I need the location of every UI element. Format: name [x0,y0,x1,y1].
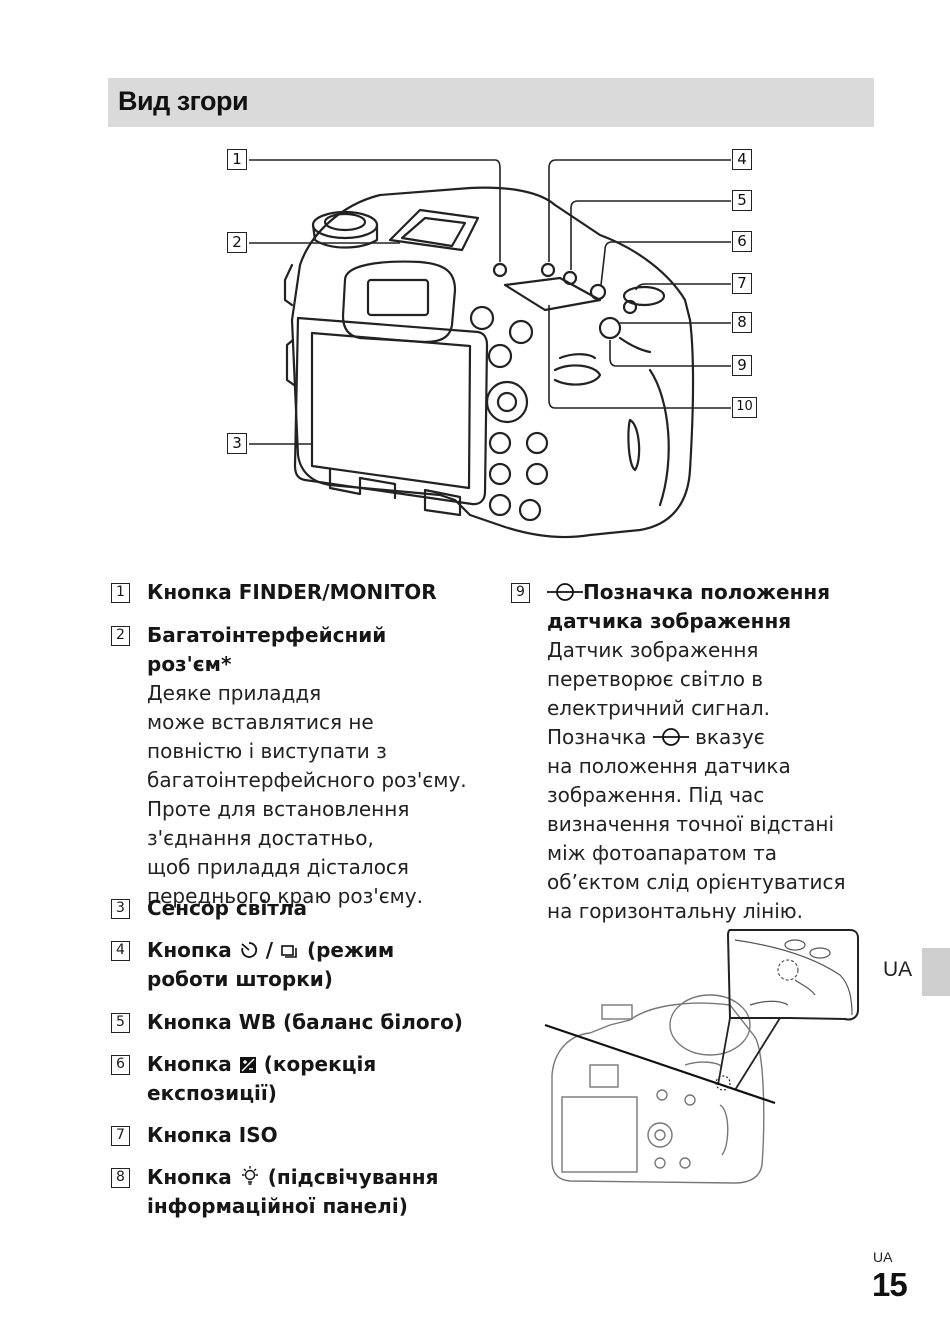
item-desc: з'єднання достатньо, [147,826,374,850]
item-number: 7 [111,1126,130,1146]
item-desc-text: вказує [695,725,765,749]
footer-language: UA [873,1249,893,1265]
exposure-compensation-icon [239,1057,256,1073]
self-timer-icon [241,942,257,958]
callout-5: 5 [732,190,752,211]
panel-illumination-icon [241,1166,258,1185]
callout-8: 8 [732,312,752,333]
item-title: Кнопка WB (баланс білого) [147,1010,463,1034]
page-number: 15 [872,1266,908,1303]
item-desc: Датчик зображення [547,638,759,662]
item-title: Кнопка (підсвічування [111,1163,471,1192]
item-title: Кнопка ISO [147,1123,278,1147]
item-title-text: Кнопка [147,1052,232,1076]
section-header: Вид згори [108,78,874,127]
language-tab-strip [922,948,950,996]
list-item-7: 7 Кнопка ISO [111,1121,471,1150]
list-item-6: 6 Кнопка (корекція експозиції) [111,1050,471,1108]
image-sensor-mark-icon [652,728,689,746]
item-desc: між фотоапаратом та [547,841,778,865]
item-title: Кнопка FINDER/MONITOR [147,580,437,604]
list-item-2: 2 Багатоінтерфейсний роз'єм* Деяке прила… [111,621,471,911]
item-number: 4 [111,941,130,961]
item-title: датчика зображення [547,609,792,633]
item-desc: Позначка вказує [511,723,871,752]
item-title-separator: / [258,938,280,962]
item-title-text: Позначка положення [583,580,831,604]
camera-rear-diagram [249,159,731,539]
item-title: роботи шторки) [147,967,333,991]
item-desc: перетворює світло в [547,667,764,691]
callout-9: 9 [732,355,752,376]
item-desc: електричний сигнал. [547,696,771,720]
continuous-shooting-icon [281,945,297,958]
item-title-text: Кнопка [147,1165,232,1189]
item-desc-text: Позначка [547,725,647,749]
language-tab-label: UA [883,958,913,981]
callout-10: 10 [732,397,757,418]
item-number: 5 [111,1013,130,1033]
list-item-8: 8 Кнопка (підсвічування інформаційної па… [111,1163,471,1221]
item-desc: переднього краю роз'єму. [147,884,423,908]
item-desc: може вставлятися не [147,710,374,734]
item-desc: Деяке приладдя [147,681,322,705]
item-desc: зображення. Під час [547,783,765,807]
item-title: Кнопка / (режим [111,936,471,965]
item-number: 1 [111,583,130,603]
item-desc: багатоінтерфейсного роз'єму. [147,768,467,792]
parts-list-right: 9 Позначка положення датчика зображення … [511,578,871,928]
item-desc: на положення датчика [547,754,791,778]
language-tab: UA [875,948,950,996]
image-sensor-mark-icon [547,583,583,601]
list-item-4: 4 Кнопка / (режим роботи шторки) [111,936,471,994]
callout-4: 4 [732,149,752,170]
item-number: 6 [111,1055,130,1075]
item-title: інформаційної панелі) [147,1194,408,1218]
item-title: Кнопка (корекція [111,1050,471,1079]
callout-7: 7 [732,273,752,294]
item-desc: визначення точної відстані [547,812,835,836]
item-title-text: Кнопка [147,938,232,962]
item-title: Сенсор світла [147,896,308,920]
parts-list-left: 1 Кнопка FINDER/MONITOR 2 Багатоінтерфей… [111,578,491,1228]
item-number: 3 [111,899,130,919]
item-desc: щоб приладдя дісталося [147,855,409,879]
item-number: 9 [511,583,530,603]
sensor-position-illustration [544,929,859,1184]
callout-2: 2 [227,232,247,253]
item-desc: повністю і виступати з [147,739,387,763]
list-item-5: 5 Кнопка WB (баланс білого) [111,1008,471,1037]
item-title: Позначка положення [511,578,871,607]
callout-3: 3 [227,433,247,454]
list-item-9: 9 Позначка положення датчика зображення … [511,578,871,926]
callout-6: 6 [732,231,752,252]
item-title: експозиції) [147,1081,277,1105]
item-desc: Проте для встановлення [147,797,410,821]
callout-1: 1 [227,149,247,170]
item-title-text: (режим [306,938,395,962]
item-title-text: (корекція [263,1052,377,1076]
item-number: 8 [111,1168,130,1188]
item-title: Багатоінтерфейсний роз'єм* [147,623,387,676]
item-number: 2 [111,626,130,646]
section-title: Вид згори [118,86,249,116]
item-desc: на горизонтальну лінію. [547,899,803,923]
item-desc: об’єктом слід орієнтуватися [547,870,846,894]
list-item-3: 3 Сенсор світла [111,894,471,923]
list-item-1: 1 Кнопка FINDER/MONITOR [111,578,471,607]
item-title-text: (підсвічування [267,1165,439,1189]
